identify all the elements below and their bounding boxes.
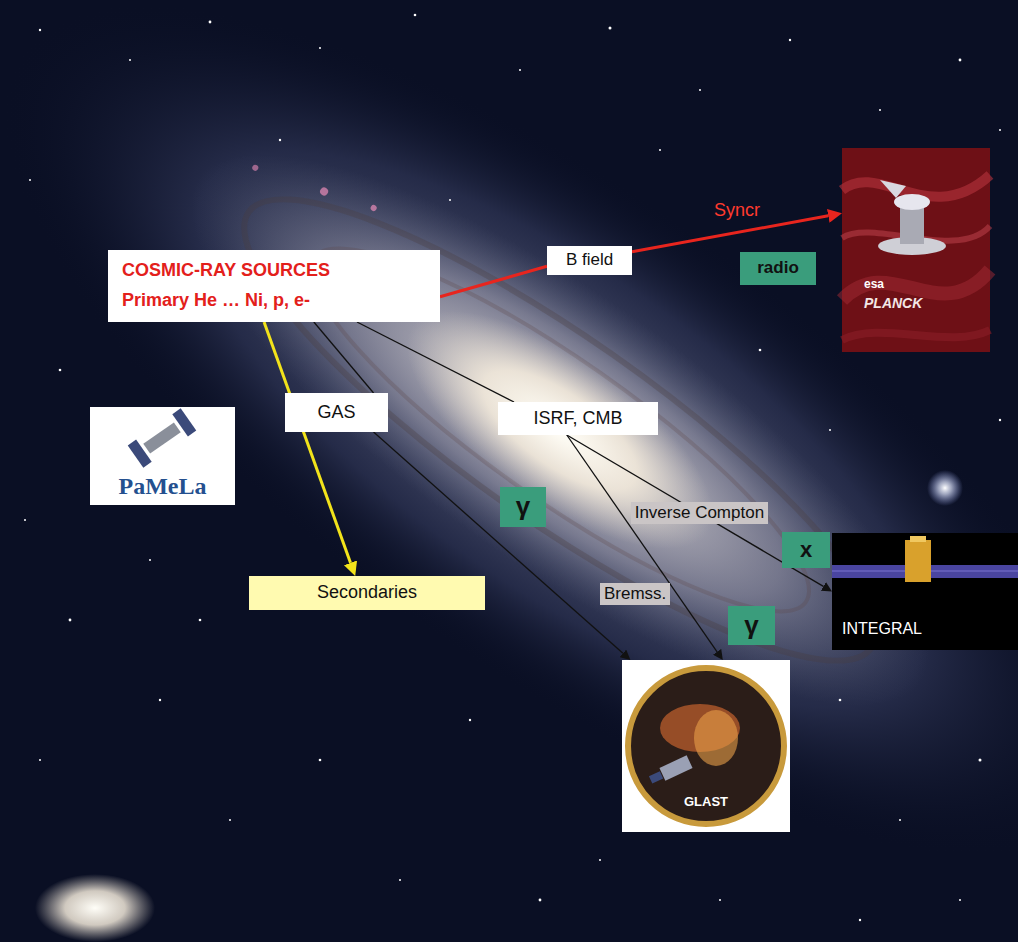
node-text: ISRF, CMB — [533, 408, 622, 430]
integral-picture: INTEGRAL — [832, 533, 1018, 650]
source-box: COSMIC-RAY SOURCES Primary He … Ni, p, e- — [108, 250, 440, 322]
connector — [264, 322, 350, 563]
planck-logo: esaPLANCK — [842, 148, 990, 352]
connector — [314, 322, 374, 393]
node-text: INTEGRAL — [842, 619, 922, 638]
glast-logo — [622, 660, 790, 832]
connector — [632, 216, 828, 252]
connector — [374, 432, 623, 653]
node-text: PLANCK — [864, 295, 922, 312]
field-box: B field — [547, 246, 632, 275]
node-text: γ — [516, 491, 530, 522]
pamela-logo — [90, 407, 235, 505]
node-text: B field — [566, 250, 613, 270]
node-text: radio — [757, 258, 799, 278]
companion-galaxy — [35, 874, 155, 942]
node-text: Primary He … Ni, p, e- — [122, 290, 310, 312]
node-text: Secondaries — [317, 582, 417, 604]
product-box: Secondaries — [249, 576, 485, 610]
connector — [567, 435, 717, 652]
edge-label: Inverse Compton — [631, 502, 768, 524]
target-box: GAS — [285, 393, 388, 432]
node-text: PaMeLa — [119, 472, 207, 501]
edge-label: Syncr — [714, 200, 760, 222]
bright-star — [927, 470, 963, 506]
node-text: esa — [864, 277, 884, 291]
connector — [357, 322, 514, 402]
process-label: Bremss. — [600, 583, 670, 605]
node-text: GAS — [317, 402, 355, 424]
band-tag: x — [782, 532, 830, 568]
target-box: ISRF, CMB — [498, 402, 658, 435]
glast-logo: GLAST — [622, 660, 790, 832]
stars — [24, 14, 1001, 922]
connector — [440, 266, 547, 297]
node-text: γ — [744, 610, 758, 641]
pamela-logo: PaMeLa — [90, 407, 235, 505]
planck-picture — [842, 148, 990, 352]
band-tag: γ — [500, 487, 546, 527]
node-text: COSMIC-RAY SOURCES — [122, 260, 330, 282]
band-tag: radio — [740, 252, 816, 285]
node-text: x — [800, 537, 812, 563]
band-tag: γ — [728, 606, 775, 645]
node-text: GLAST — [684, 794, 728, 810]
integral-picture — [832, 533, 1018, 650]
